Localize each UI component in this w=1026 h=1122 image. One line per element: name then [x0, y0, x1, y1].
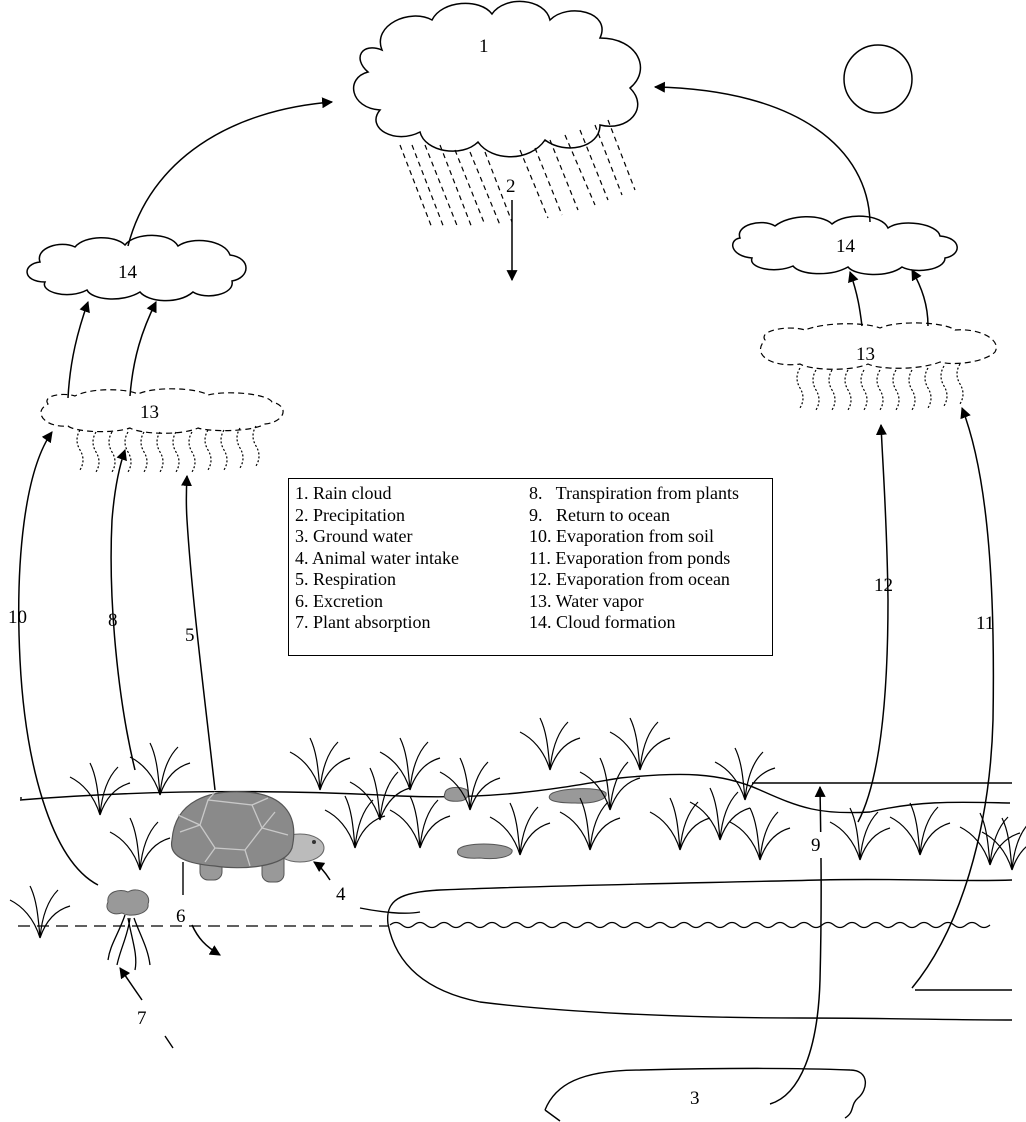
label-1: 1: [479, 36, 489, 57]
legend-item: 6. Excretion: [295, 591, 459, 613]
legend-item: 7. Plant absorption: [295, 612, 459, 634]
grass-tuft: [110, 818, 170, 870]
grass-tuft: [380, 738, 440, 790]
grass-tuft: [650, 798, 710, 850]
label-12: 12: [874, 575, 893, 596]
water-surface: [390, 923, 990, 928]
arrow-vapor-right-b: [912, 270, 928, 326]
arrow-7-tail: [165, 1036, 173, 1048]
rock-2: [549, 789, 606, 804]
legend-item: 14. Cloud formation: [529, 612, 739, 634]
sun-icon: [844, 45, 912, 113]
arrow-10-evaporation-soil: [19, 432, 98, 885]
label-8: 8: [108, 610, 118, 631]
tortoise: [172, 792, 324, 882]
grass-tuft: [610, 718, 670, 770]
grass-tuft: [10, 886, 70, 938]
label-14-right: 14: [836, 236, 856, 257]
arrow-12-evaporation-ocean: [858, 425, 888, 822]
label-10: 10: [8, 607, 27, 628]
label-14-left: 14: [118, 262, 138, 283]
legend: 1. Rain cloud 2. Precipitation 3. Ground…: [288, 478, 773, 656]
grass-tuft: [730, 808, 790, 860]
vapor-left: [41, 389, 283, 472]
legend-item: 13. Water vapor: [529, 591, 739, 613]
rock-3: [457, 844, 512, 859]
legend-item: 11. Evaporation from ponds: [529, 548, 739, 570]
arrow-6-excretion: [192, 925, 220, 955]
grass-tuft: [130, 743, 190, 795]
grass-tuft: [390, 796, 450, 848]
legend-item: 12. Evaporation from ocean: [529, 569, 739, 591]
arrow-vapor-right-a: [850, 272, 862, 326]
arrow-7-plant-absorption: [120, 968, 142, 1000]
legend-item: 2. Precipitation: [295, 505, 459, 527]
rock-1: [444, 787, 468, 801]
label-3: 3: [690, 1088, 700, 1109]
label-5: 5: [185, 625, 195, 646]
arrow-right-cloud-to-rain: [655, 87, 870, 222]
legend-item: 8. Transpiration from plants: [529, 483, 739, 505]
ground-water-pool: [545, 1069, 865, 1119]
legend-item: 5. Respiration: [295, 569, 459, 591]
ground-lines: [20, 774, 1012, 812]
legend-item: 10. Evaporation from soil: [529, 526, 739, 548]
grass-tuft: [70, 763, 130, 815]
arrow-11-evaporation-ponds: [912, 408, 993, 988]
ocean-shape: [360, 879, 1012, 1020]
grass-tuft: [890, 803, 950, 855]
plant-roots: [108, 915, 150, 970]
legend-item: 4. Animal water intake: [295, 548, 459, 570]
grass-tuft: [690, 788, 750, 840]
label-7: 7: [137, 1008, 147, 1029]
arrow-4-animal-intake: [314, 862, 330, 880]
label-4: 4: [336, 884, 346, 905]
grass-tuft: [830, 808, 890, 860]
label-9: 9: [811, 835, 821, 856]
arrow-left-cloud-to-rain: [128, 102, 332, 246]
legend-left-column: 1. Rain cloud 2. Precipitation 3. Ground…: [295, 483, 459, 634]
grass-tuft: [290, 738, 350, 790]
ground-water-edge: [545, 1110, 560, 1121]
grass: [10, 718, 1026, 938]
vapor-right: [760, 323, 996, 410]
grass-tuft: [520, 718, 580, 770]
arrow-vapor-left-b: [130, 302, 156, 396]
grass-tuft: [440, 758, 500, 810]
legend-item: 9. Return to ocean: [529, 505, 739, 527]
grass-tuft: [325, 796, 385, 848]
rain-cloud: [354, 1, 641, 228]
arrow-vapor-left-a: [68, 302, 88, 398]
label-13-right: 13: [856, 344, 875, 365]
legend-item: 1. Rain cloud: [295, 483, 459, 505]
legend-right-column: 8. Transpiration from plants 9. Return t…: [529, 483, 739, 634]
label-13-left: 13: [140, 402, 159, 423]
label-11: 11: [976, 613, 994, 634]
legend-item: 3. Ground water: [295, 526, 459, 548]
label-2: 2: [506, 176, 516, 197]
rock-left: [107, 890, 149, 915]
label-6: 6: [176, 906, 186, 927]
